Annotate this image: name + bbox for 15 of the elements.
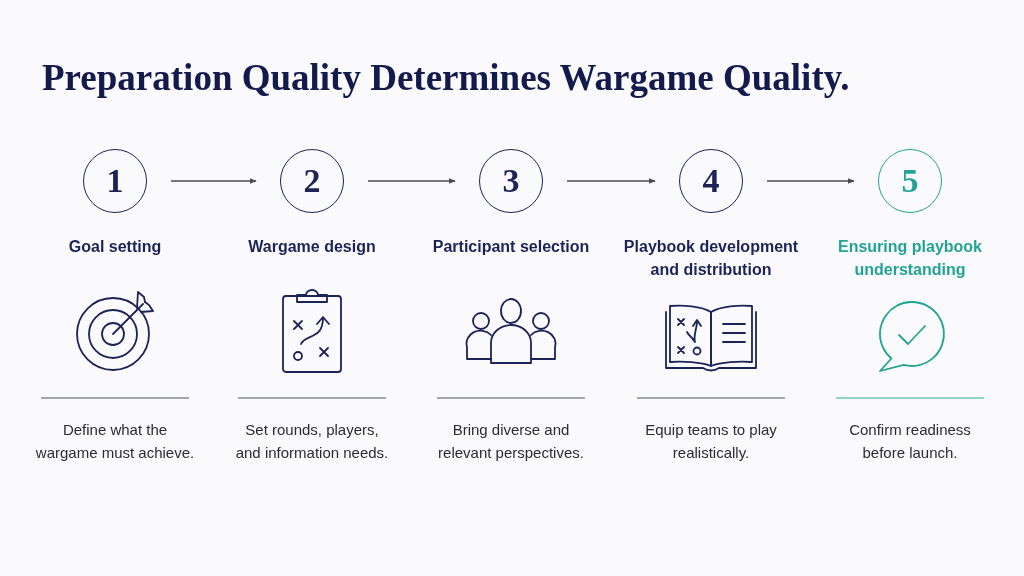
step-description: Equip teams to play realistically. [644,420,778,463]
arrow [367,178,456,184]
arrow [170,178,257,184]
arrow [566,178,656,184]
step-heading: Ensuring playbook understanding [837,237,983,280]
step-heading: Playbook development and distribution [622,237,800,280]
step-heading: Wargame design [247,237,377,257]
step-heading: Goal setting [67,237,163,257]
arrow [766,178,855,184]
step-description: Set rounds, players, and information needs. [234,420,390,463]
step-description: Confirm readiness before launch. [848,420,972,463]
step-description: Bring diverse and relevant perspectives. [437,420,585,463]
step-heading: Participant selection [431,237,591,257]
step-description: Define what the wargame must achieve. [34,420,196,463]
title: Preparation Quality Determines Wargame Quality. [42,56,850,100]
